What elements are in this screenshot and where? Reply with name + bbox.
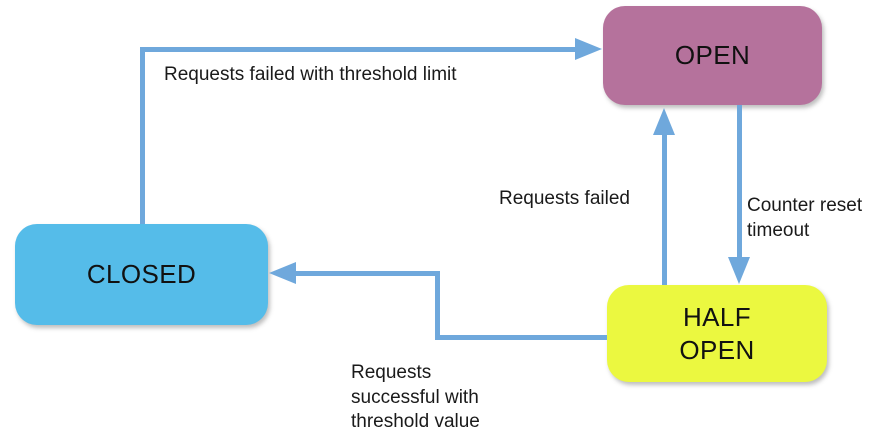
transition-half-open-to-closed-label: Requests successful with threshold value <box>351 362 480 433</box>
state-closed-label: CLOSED <box>86 259 197 290</box>
transition-closed-to-open-arrowhead-icon <box>575 38 602 60</box>
transition-closed-to-open-line-vertical <box>140 47 145 224</box>
transition-half-open-to-closed-line-vertical <box>435 271 440 340</box>
state-closed: CLOSED <box>15 224 268 325</box>
transition-half-open-to-open-line <box>662 133 667 285</box>
state-open-label: OPEN <box>674 40 751 71</box>
transition-closed-to-open-label: Requests failed with threshold limit <box>164 64 457 85</box>
transition-open-to-half-open-arrowhead-icon <box>728 257 750 284</box>
transition-open-to-half-open-line <box>737 105 742 258</box>
transition-half-open-to-open-arrowhead-icon <box>653 108 675 135</box>
state-half-open: HALF OPEN <box>607 285 827 382</box>
transition-open-to-half-open-label: Counter reset timeout <box>747 195 863 241</box>
transition-half-open-to-closed-line-top <box>296 271 440 276</box>
transition-half-open-to-closed-arrowhead-icon <box>269 262 296 284</box>
transition-half-open-to-closed-line-bottom <box>435 335 607 340</box>
transition-half-open-to-open-label: Requests failed <box>499 188 630 209</box>
state-open: OPEN <box>603 6 822 105</box>
state-half-open-label: HALF OPEN <box>679 302 755 365</box>
transition-closed-to-open-line-horizontal <box>140 47 577 52</box>
